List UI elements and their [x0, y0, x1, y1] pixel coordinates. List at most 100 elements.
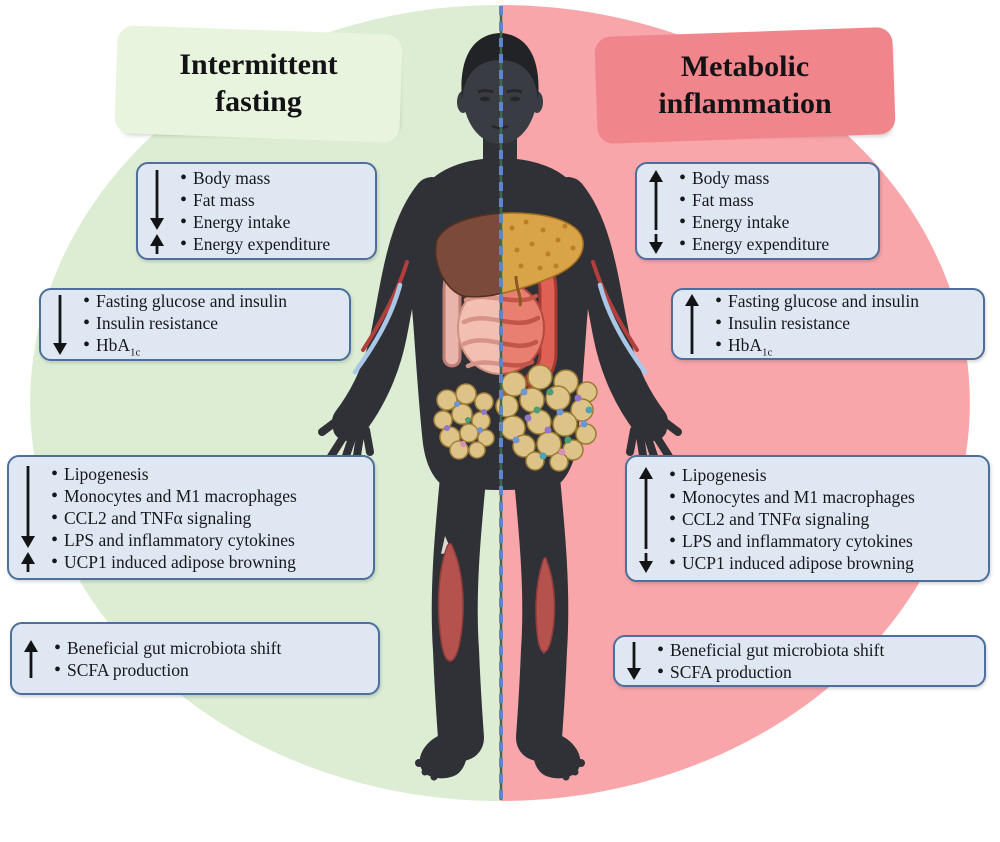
- bullet-icon: •: [50, 462, 58, 485]
- bullet-icon: •: [179, 233, 187, 255]
- bullet-icon: •: [678, 167, 686, 189]
- list-item: • Fasting glucose and insulin: [77, 290, 287, 312]
- item-text: Energy intake: [193, 212, 291, 232]
- up-arrow-icon: [639, 466, 653, 549]
- up-arrow-icon: [24, 639, 38, 678]
- list-item: • Beneficial gut microbiota shift: [651, 639, 884, 661]
- item-text: Monocytes and M1 macrophages: [682, 486, 915, 507]
- item-text: Body mass: [692, 168, 770, 188]
- bullet-icon: •: [668, 529, 676, 552]
- list-item: • Lipogenesis: [663, 464, 915, 486]
- list-item: •Energy expenditure: [174, 233, 330, 255]
- item-text: Beneficial gut microbiota shift: [670, 640, 885, 660]
- adipose-tissue-expanded-right: [495, 364, 598, 472]
- bullet-icon: •: [179, 167, 187, 189]
- trend-arrows: [639, 466, 653, 573]
- list-item: •HbA1c: [709, 334, 919, 359]
- item-text: UCP1 induced adipose browning: [682, 552, 914, 573]
- bullet-icon: •: [714, 311, 722, 334]
- blood-vessels-right-arm: [591, 260, 648, 375]
- info-box-right-inflammation: • Lipogenesis • Monocytes and M1 macrophage…: [625, 455, 990, 582]
- info-list: •Body mass•Fat mass•Energy intake•Energy…: [174, 167, 330, 255]
- blood-vessels-left-arm: [352, 260, 409, 375]
- title-text: Intermittent fasting: [179, 48, 338, 118]
- bullet-icon: •: [714, 289, 722, 312]
- up-arrow-icon: [649, 170, 663, 230]
- up-arrow-icon: [685, 294, 699, 354]
- list-item: • Beneficial gut microbiota shift: [48, 637, 281, 659]
- item-text: Insulin resistance: [96, 313, 218, 334]
- bullet-icon: •: [82, 312, 90, 335]
- bullet-icon: •: [82, 290, 90, 313]
- list-item: • HbA1c: [77, 334, 287, 359]
- item-text: HbA1c: [96, 335, 141, 359]
- item-text: SCFA production: [67, 659, 189, 680]
- list-item: •Fasting glucose and insulin: [709, 290, 919, 312]
- up-arrow-icon: [150, 234, 164, 254]
- trend-arrows: [53, 294, 67, 355]
- bullet-icon: •: [678, 233, 686, 255]
- list-item: • Energy expenditure: [673, 233, 829, 255]
- calf-muscle-left: [437, 536, 464, 662]
- bullet-icon: •: [714, 333, 722, 356]
- item-text: Fasting glucose and insulin: [96, 291, 288, 312]
- info-box-left-inflammation: • Lipogenesis • Monocytes and M1 macrophage…: [7, 455, 375, 580]
- bullet-icon: •: [668, 463, 676, 486]
- down-arrow-icon: [627, 642, 641, 680]
- item-text: Fat mass: [692, 190, 754, 210]
- down-arrow-icon: [21, 465, 35, 548]
- bullet-icon: •: [656, 639, 664, 661]
- list-item: • SCFA production: [48, 659, 281, 681]
- trend-arrows: [24, 639, 38, 678]
- bullet-icon: •: [50, 506, 58, 529]
- list-item: • Fat mass: [673, 189, 829, 211]
- info-box-left-energy-balance: •Body mass•Fat mass•Energy intake•Energy…: [136, 162, 377, 260]
- list-item: • CCL2 and TNFα signaling: [45, 507, 297, 529]
- bullet-icon: •: [82, 334, 90, 357]
- list-item: • Insulin resistance: [77, 312, 287, 334]
- list-item: •UCP1 induced adipose browning: [45, 551, 297, 573]
- info-list: • Beneficial gut microbiota shift • SCFA pr…: [651, 639, 884, 683]
- bullet-icon: •: [50, 484, 58, 507]
- list-item: • Body mass: [673, 167, 829, 189]
- item-text: CCL2 and TNFα signaling: [682, 508, 870, 529]
- bullet-icon: •: [179, 189, 187, 211]
- item-text: LPS and inflammatory cytokines: [682, 530, 913, 551]
- bullet-icon: •: [668, 485, 676, 508]
- item-text: Lipogenesis: [64, 463, 149, 484]
- item-text: Energy expenditure: [692, 234, 830, 254]
- info-box-right-microbiota: • Beneficial gut microbiota shift • SCFA pr…: [613, 635, 986, 687]
- item-text: Beneficial gut microbiota shift: [67, 637, 282, 658]
- info-list: •Fasting glucose and insulin•Insulin res…: [709, 290, 919, 359]
- bullet-icon: •: [53, 658, 61, 681]
- left-arm: [332, 177, 450, 440]
- list-item: • LPS and inflammatory cytokines: [663, 530, 915, 552]
- item-text: Lipogenesis: [682, 464, 767, 485]
- info-box-right-energy-balance: • Body mass • Fat mass • Energy intake • Energy…: [635, 162, 880, 260]
- info-box-left-glycemia: • Fasting glucose and insulin • Insulin res…: [39, 288, 351, 361]
- bullet-icon: •: [50, 550, 58, 573]
- bullet-icon: •: [179, 211, 187, 233]
- info-list: • Lipogenesis • Monocytes and M1 macrophage…: [45, 463, 297, 573]
- bullet-icon: •: [678, 211, 686, 233]
- adipose-tissue-small-left: [433, 383, 495, 460]
- title-box-intermittent-fasting: Intermittent fasting: [120, 36, 397, 132]
- bullet-icon: •: [53, 636, 61, 659]
- item-text: Fat mass: [193, 190, 255, 210]
- item-text: CCL2 and TNFα signaling: [64, 507, 252, 528]
- bullet-icon: •: [50, 528, 58, 551]
- trend-arrows: [685, 294, 699, 354]
- item-text: Monocytes and M1 macrophages: [64, 485, 297, 506]
- list-item: •LPS and inflammatory cytokines: [45, 529, 297, 551]
- item-text: Energy intake: [692, 212, 790, 232]
- right-foot: [532, 736, 585, 781]
- bullet-icon: •: [668, 551, 676, 574]
- item-text: SCFA production: [670, 662, 792, 682]
- bullet-icon: •: [656, 661, 664, 683]
- list-item: • CCL2 and TNFα signaling: [663, 508, 915, 530]
- info-list: • Fasting glucose and insulin • Insulin res…: [77, 290, 287, 359]
- bullet-icon: •: [668, 507, 676, 530]
- list-item: • SCFA production: [651, 661, 884, 683]
- bullet-icon: •: [678, 189, 686, 211]
